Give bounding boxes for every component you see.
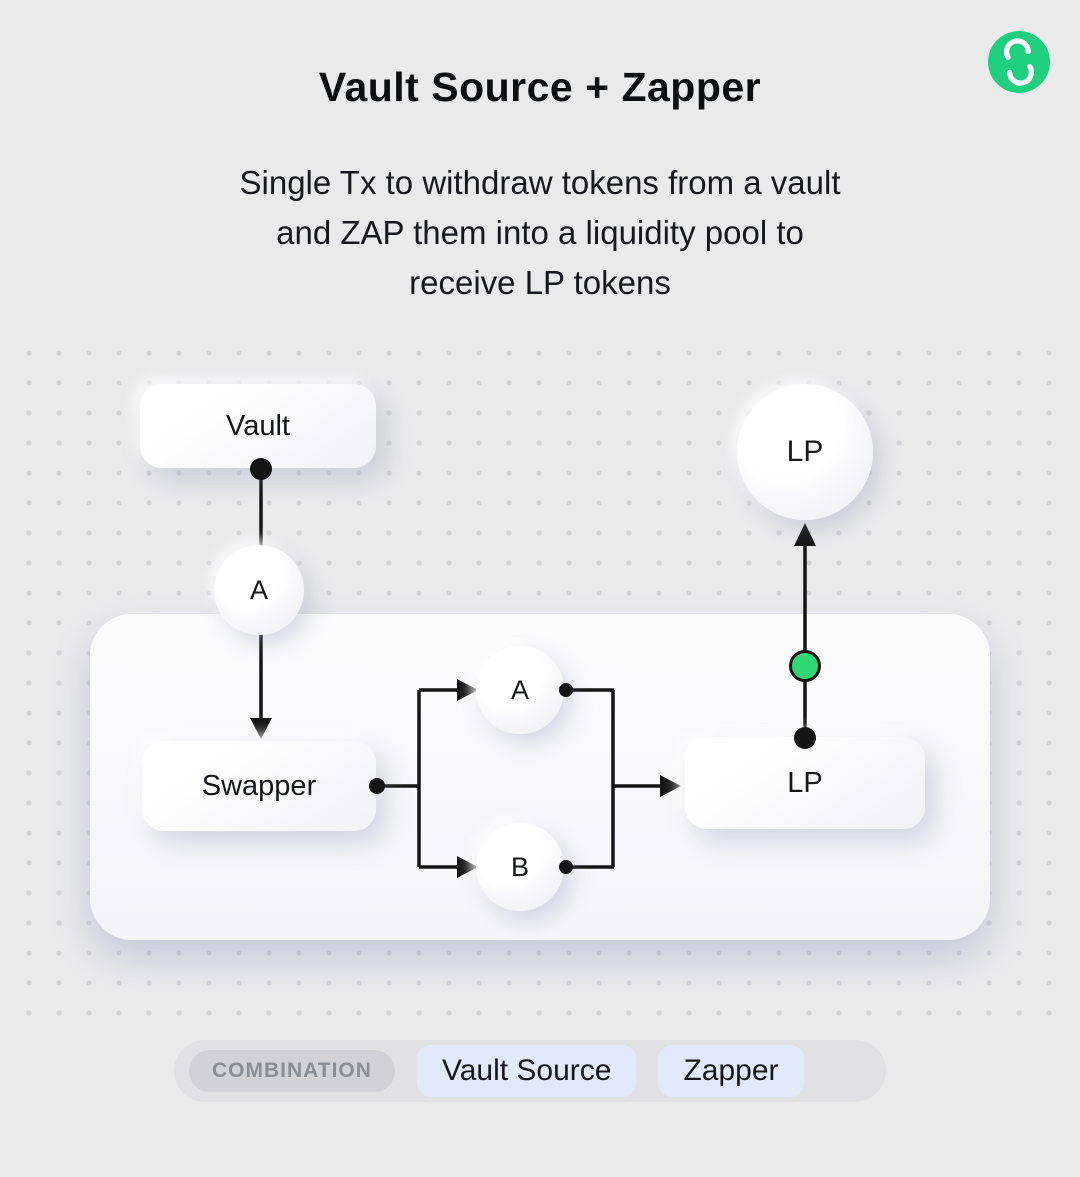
subtitle-line-3: receive LP tokens [409,264,671,301]
vault-output-dot [250,458,272,480]
lp-token-circle: LP [737,384,873,520]
subtitle-line-1: Single Tx to withdraw tokens from a vaul… [239,164,841,201]
furucombo-logo-icon [988,31,1050,93]
combination-bar: COMBINATION Vault Source Zapper [174,1040,886,1102]
swapper-box: Swapper [142,741,376,831]
token-b-label: B [510,851,529,882]
token-a-output-dot [559,683,573,697]
subtitle: Single Tx to withdraw tokens from a vaul… [90,158,990,308]
lp-pool-label: LP [787,766,823,799]
vault-label: Vault [226,409,290,442]
token-b-output-dot [559,860,573,874]
vault-box: Vault [140,384,376,468]
tag-zapper: Zapper [658,1045,804,1097]
source-token-circle: A [214,545,304,635]
page-title: Vault Source + Zapper [318,64,762,110]
lp-token-label: LP [786,435,824,468]
token-a-label: A [510,674,529,705]
token-b-circle: B [476,823,564,911]
tag-vault-source: Vault Source [416,1045,637,1097]
zap-node-dot [789,650,821,682]
token-a-circle: A [476,646,564,734]
subtitle-line-2: and ZAP them into a liquidity pool to [276,214,804,251]
swapper-output-dot [369,778,385,794]
lp-pool-box: LP [685,737,925,829]
source-token-label: A [249,574,268,605]
lp-pool-output-dot [794,727,816,749]
combination-badge: COMBINATION [189,1050,395,1092]
swapper-label: Swapper [201,769,317,802]
